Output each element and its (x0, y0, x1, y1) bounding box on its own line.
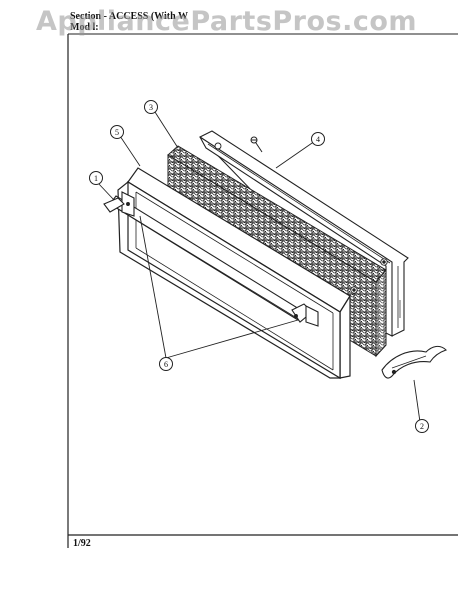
part-2-door-clip (381, 345, 448, 379)
callout-5-label: 5 (115, 128, 119, 137)
callout-labels: 1 2 3 4 5 6 (94, 103, 424, 431)
callout-3-circle (144, 100, 158, 114)
watermark: AppliancePartsPros.com (36, 6, 418, 37)
callout-circles (89, 100, 429, 433)
callout-4-label: 4 (316, 135, 320, 144)
callout-6-circle (159, 357, 173, 371)
callout-4-circle (311, 132, 325, 146)
callout-leaders (97, 111, 421, 423)
page-date-footer: 1/92 (73, 538, 91, 549)
callout-1-circle (89, 171, 103, 185)
section-title: Section - ACCESS (With W (70, 11, 188, 22)
model-label: Mod l: (70, 22, 99, 33)
callout-2-label: 2 (420, 422, 424, 431)
part-1-door-handle (103, 191, 319, 327)
screw (250, 136, 263, 153)
callout-2-circle (415, 419, 429, 433)
callout-1-label: 1 (94, 174, 98, 183)
callout-5-circle (110, 125, 124, 139)
callout-3-label: 3 (149, 103, 153, 112)
callout-6-label: 6 (164, 360, 168, 369)
